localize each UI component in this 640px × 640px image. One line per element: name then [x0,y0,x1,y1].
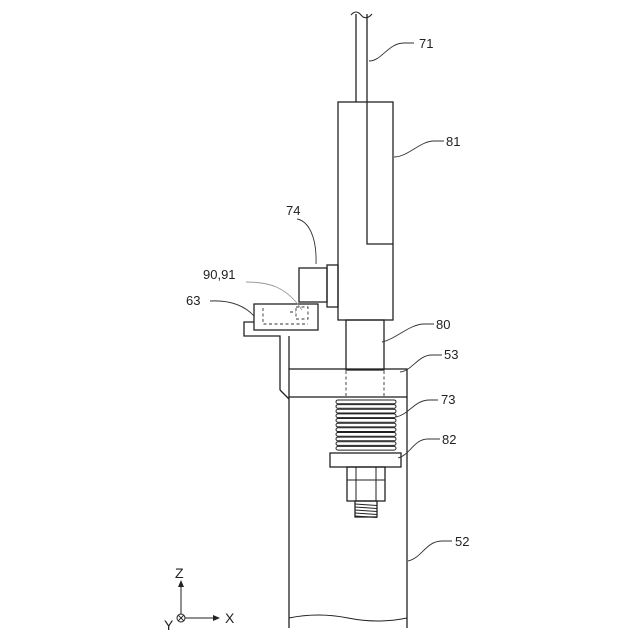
spring-coil [336,446,396,450]
threaded-end [355,501,377,518]
spring-coil [336,405,396,409]
leader-lines [210,43,452,561]
bracket-block-74 [299,265,338,307]
label-52: 52 [455,534,469,549]
top-plate-53 [289,369,407,397]
spring-coil [336,428,396,432]
label-53: 53 [444,347,458,362]
spring-coil [336,419,396,423]
spring-coil [336,414,396,418]
plate-63 [244,304,318,399]
label-74: 74 [286,203,300,218]
thread-line [355,504,377,506]
label-82: 82 [442,432,456,447]
spring-coil [336,433,396,437]
label-90-91: 90,91 [203,267,236,282]
spring-coil [336,409,396,413]
spring-coil [336,423,396,427]
axis-label-y: Y [164,617,174,633]
upper-body-81 [338,102,393,320]
label-81: 81 [446,134,460,149]
label-73: 73 [441,392,455,407]
coordinate-axes: Z X Y [164,565,235,633]
axis-label-z: Z [175,565,184,581]
axis-label-x: X [225,610,235,626]
label-71: 71 [419,36,433,51]
thread-line [355,513,377,515]
wire-71 [351,12,372,102]
spring-coil [336,442,396,446]
spring-73 [336,400,396,450]
reference-labels: 71 81 74 90,91 63 80 53 73 82 52 [186,36,469,549]
thread-line [355,507,377,509]
label-80: 80 [436,317,450,332]
x-arrow-icon [213,615,220,621]
z-arrow-icon [178,580,184,587]
label-63: 63 [186,293,200,308]
spring-coil [336,400,396,404]
rod-80 [346,320,384,370]
nut-washer-82 [330,453,401,501]
thread-line [355,510,377,512]
spring-coil [336,437,396,441]
